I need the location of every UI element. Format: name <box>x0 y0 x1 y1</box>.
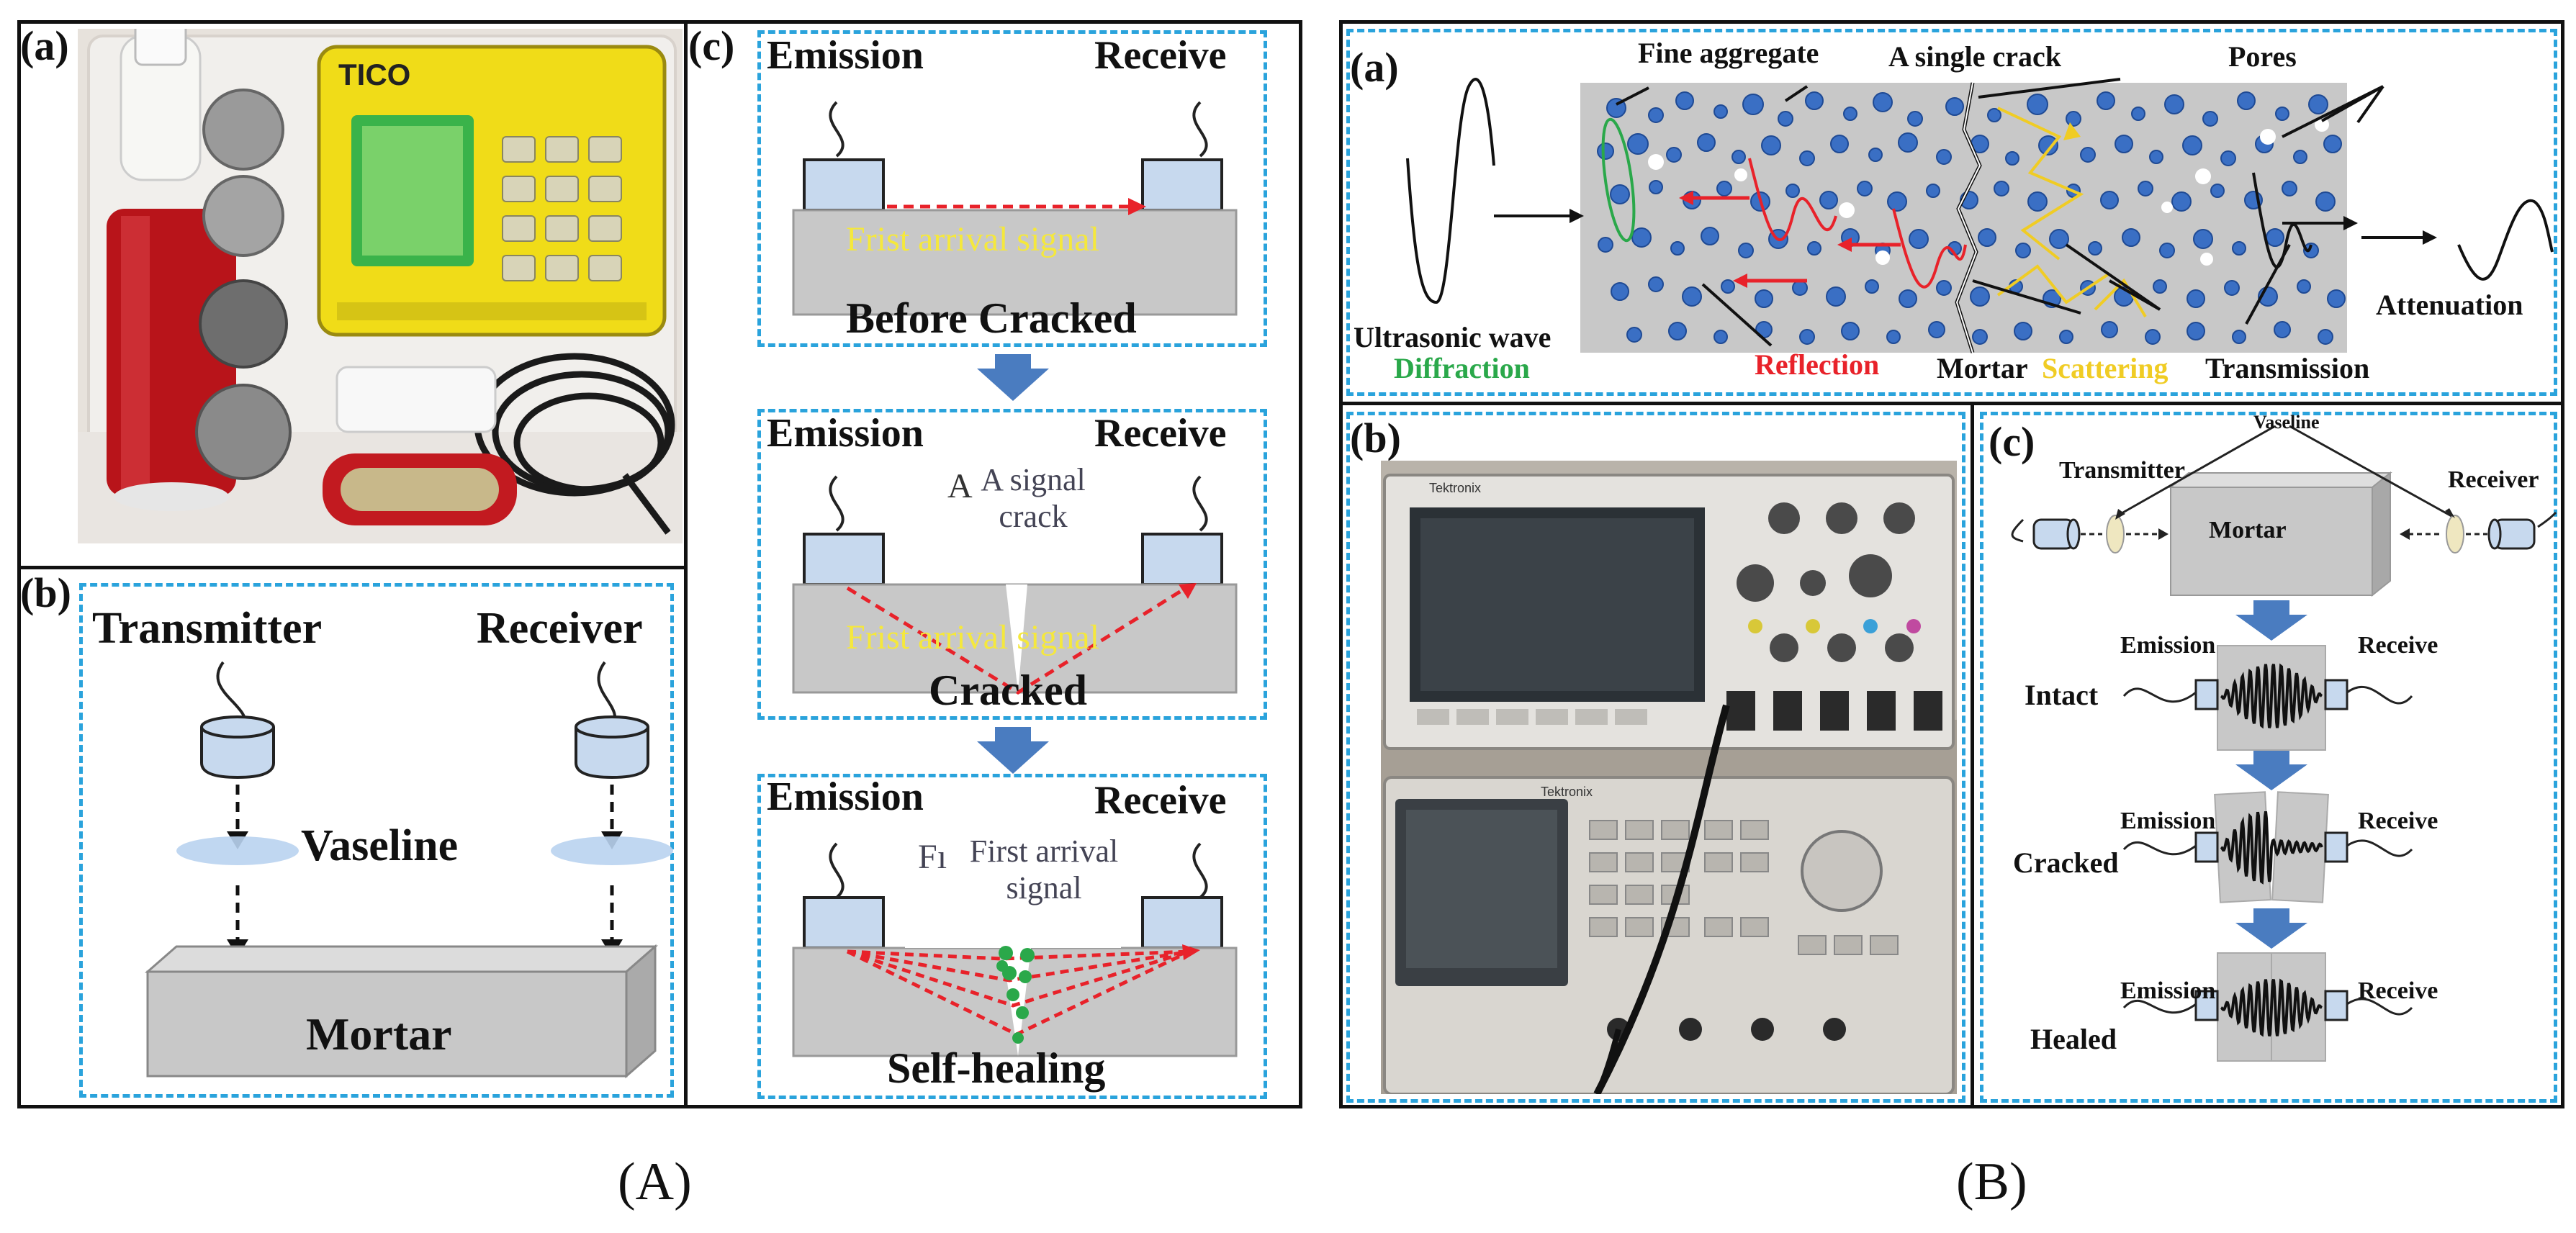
device-photo <box>78 29 683 543</box>
stage-cracked-box <box>757 409 1267 720</box>
receiver-label: Receiver <box>477 604 643 653</box>
figure-a-divider-vertical <box>684 20 688 1108</box>
figure-b-panel-b-box <box>1346 412 1965 1103</box>
stage-cracked-small-label: Cracked <box>2013 846 2119 879</box>
fine-aggregate-label: Fine aggregate <box>1638 37 1819 69</box>
transmitter-label: Transmitter <box>92 604 323 653</box>
vaseline-label: Vaseline <box>301 821 459 870</box>
receive-label-cracked: Receive <box>2358 808 2438 834</box>
receiver-small-label: Receiver <box>2448 466 2539 493</box>
oscilloscope-photo <box>1381 461 1957 1094</box>
mortar-cube-label: Mortar <box>2209 517 2287 543</box>
vaseline-drop-right-icon <box>2446 515 2464 554</box>
panel-c-diagram <box>792 101 1238 1057</box>
receive-label-1: Receive <box>1094 33 1227 78</box>
transmitter-sensor-icon <box>200 715 275 780</box>
figure-b-divider-vertical <box>1971 402 1974 1108</box>
figure-a-divider-horizontal <box>17 566 687 569</box>
stage-self-healing-label: Self-healing <box>887 1044 1106 1092</box>
scope-brand-bottom-label: Tektronix <box>1541 785 1593 799</box>
figure-a-panel-b-box <box>79 583 674 1098</box>
vaseline-small-label: Vaseline <box>2253 412 2320 433</box>
device-brand-label: TICO <box>338 58 411 91</box>
figure-a-caption: (A) <box>618 1152 692 1211</box>
microstructure-diagram <box>1406 78 2554 353</box>
receive-label-healed: Receive <box>2358 977 2438 1004</box>
receive-label-intact: Receive <box>2358 632 2438 659</box>
receiver-cylinder-icon <box>2487 518 2536 550</box>
scope-brand-top-label: Tektronix <box>1429 481 1482 495</box>
reflection-label: Reflection <box>1755 348 1880 381</box>
emission-label-healed: Emission <box>2120 977 2216 1004</box>
single-crack-label: A single crack <box>1888 40 2061 73</box>
vaseline-drop-left-icon <box>2106 515 2125 554</box>
first-arrival-signal-label-2: Frist arrival signal <box>846 618 1099 656</box>
emission-label-2: Emission <box>767 411 924 456</box>
figure-b-panel-b-label: (b) <box>1350 415 1401 461</box>
mortar-block-label: Mortar <box>306 1008 452 1060</box>
panel-b-diagram <box>145 661 673 1079</box>
scattering-label: Scattering <box>2042 352 2169 384</box>
receiver-sensor-icon <box>575 715 649 780</box>
receive-label-3: Receive <box>1094 778 1227 823</box>
mortar-label: Mortar <box>1937 352 2028 384</box>
crack-fragment-label: A <box>947 467 973 505</box>
crack-note-label: A signal crack <box>981 462 1086 534</box>
figure-b-panel-a-box <box>1346 29 2557 396</box>
emission-label-intact: Emission <box>2120 632 2216 659</box>
figure-b-panel-c-label: (c) <box>1989 418 2035 465</box>
transmitter-cylinder-icon <box>2032 518 2081 550</box>
stage-healed-label: Healed <box>2030 1023 2117 1055</box>
emission-label-cracked: Emission <box>2120 808 2216 834</box>
first-arrival-signal-label-1: Frist arrival signal <box>846 220 1099 258</box>
figure-b-panel-a-label: (a) <box>1350 44 1399 91</box>
transmission-label: Transmission <box>2205 352 2370 384</box>
first-arrival-note-label: First arrival signal <box>969 834 1119 905</box>
vaseline-blob-left-icon <box>176 836 299 865</box>
diffraction-label: Diffraction <box>1394 352 1530 384</box>
stage-intact-label: Intact <box>2025 679 2099 711</box>
figure-a-panel-c-label: (c) <box>688 22 735 69</box>
emission-label-1: Emission <box>767 33 924 78</box>
pores-label: Pores <box>2228 40 2297 73</box>
transmitter-small-label: Transmitter <box>2059 457 2185 484</box>
figure-b-divider-horizontal <box>1339 402 2564 405</box>
ultrasonic-wave-label: Ultrasonic wave <box>1354 321 1552 353</box>
signal-fragment-label: Fı <box>918 838 947 876</box>
receive-label-2: Receive <box>1094 411 1227 456</box>
vaseline-blob-right-icon <box>551 836 673 865</box>
waveform-stages-diagram <box>2011 425 2557 1062</box>
figure-b-caption: (B) <box>1956 1152 2027 1211</box>
emission-label-3: Emission <box>767 774 924 819</box>
attenuation-label: Attenuation <box>2376 289 2523 321</box>
figure-a-panel-a-label: (a) <box>20 22 69 69</box>
figure-b-panel-c-box <box>1980 412 2557 1103</box>
stage-before-cracked-label: Before Cracked <box>846 294 1137 342</box>
figure-a-panel-b-label: (b) <box>20 569 71 616</box>
stage-before-cracked-box <box>757 30 1267 347</box>
stage-self-healing-box <box>757 774 1267 1099</box>
stage-cracked-label: Cracked <box>929 667 1087 714</box>
